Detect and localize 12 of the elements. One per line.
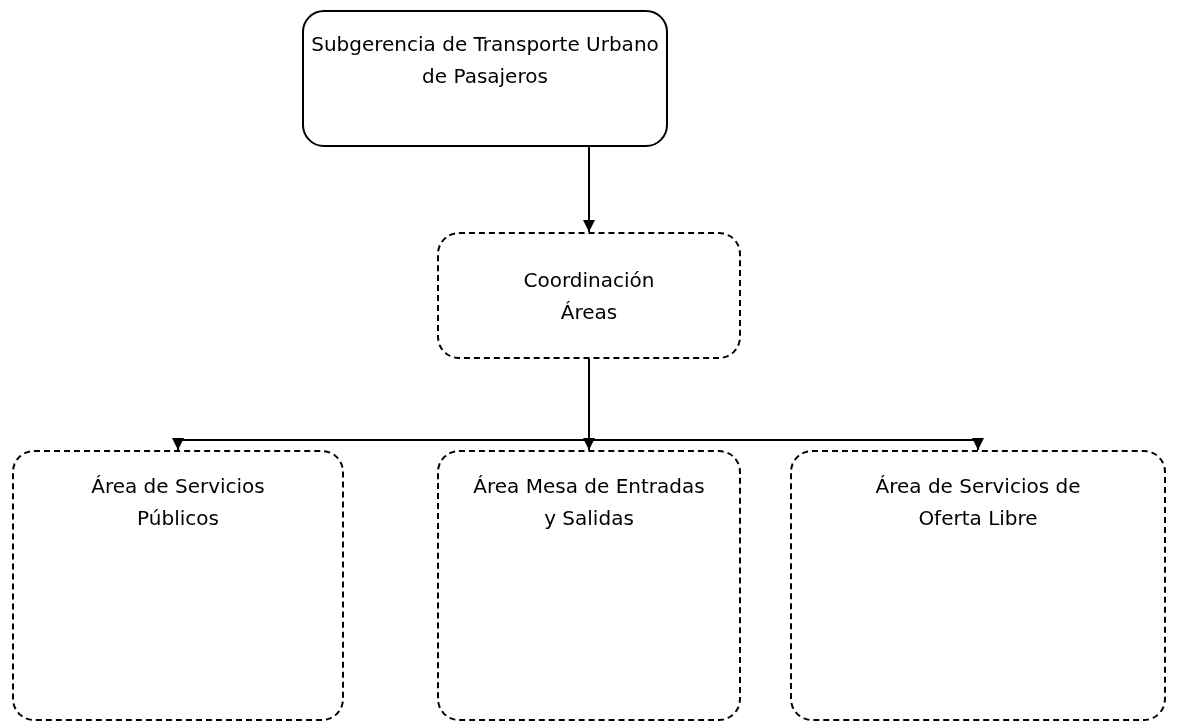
org-unit-box	[437, 450, 741, 721]
unit-name: Área de Servicios Públicos	[90, 473, 266, 532]
unit-name: Área de Servicios de Oferta Libre	[874, 473, 1082, 532]
unit-name: Coordinación Áreas	[522, 267, 656, 326]
org-unit-box	[790, 450, 1166, 721]
connector-arrow	[588, 358, 984, 451]
unit-name: Subgerencia de Transporte Urbano de Pasajeros	[310, 31, 660, 90]
unit-name: Área Mesa de Entradas y Salidas	[472, 473, 706, 532]
org-unit-box	[437, 232, 741, 359]
org-unit-box	[302, 10, 668, 147]
connector-arrow	[583, 146, 595, 233]
org-unit-box	[12, 450, 344, 721]
